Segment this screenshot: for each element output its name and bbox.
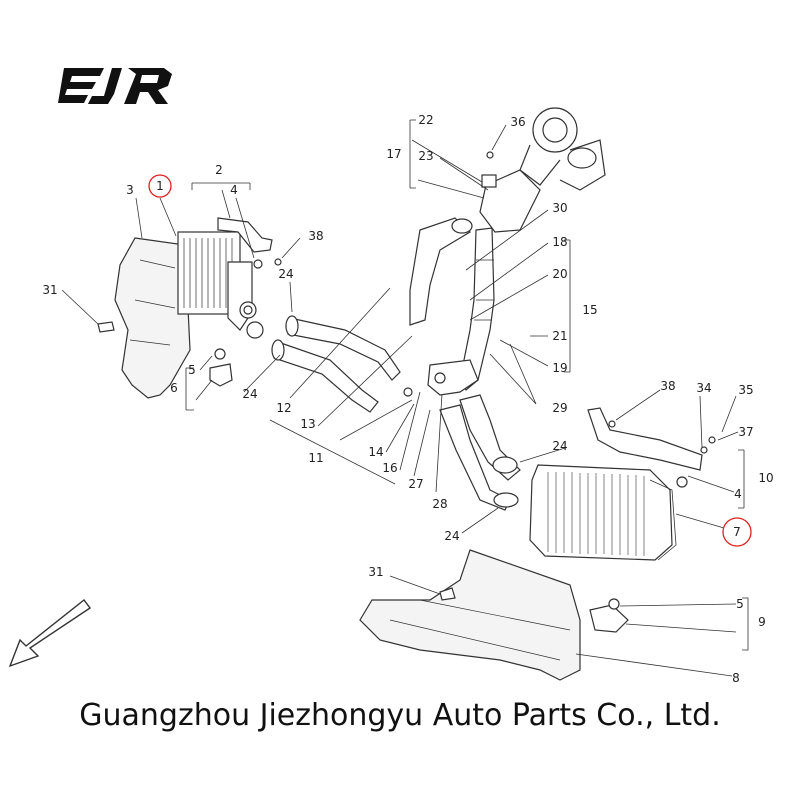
callout-7: 7	[733, 525, 741, 539]
callout-24: 24	[444, 529, 459, 543]
center-bracket	[427, 359, 479, 396]
callout-2: 2	[215, 163, 223, 177]
callout-15: 15	[582, 303, 597, 317]
callout-21: 21	[552, 329, 567, 343]
callout-29: 29	[552, 401, 567, 415]
callout-24: 24	[552, 439, 567, 453]
left-bolt	[97, 321, 115, 333]
callout-11: 11	[308, 451, 323, 465]
direction-arrow	[8, 599, 92, 668]
left-upper-hose	[287, 317, 401, 381]
right-air-deflector	[359, 549, 581, 681]
callout-16: 16	[382, 461, 397, 475]
callout-37: 37	[738, 425, 753, 439]
callout-36: 36	[510, 115, 525, 129]
callout-1: 1	[156, 179, 164, 193]
callout-14: 14	[368, 445, 383, 459]
callout-24: 24	[278, 267, 293, 281]
callout-31: 31	[368, 565, 383, 579]
callout-4: 4	[230, 183, 238, 197]
callout-17: 17	[386, 147, 401, 161]
callout-8: 8	[732, 671, 740, 685]
right-mounting-bracket	[587, 407, 703, 471]
callout-6: 6	[170, 381, 178, 395]
callout-35: 35	[738, 383, 753, 397]
turbocharger	[479, 107, 606, 233]
callout-19: 19	[552, 361, 567, 375]
callout-23: 23	[418, 149, 433, 163]
left-air-deflector	[114, 237, 191, 399]
charge-air-pipe-main	[459, 227, 495, 391]
callout-20: 20	[552, 267, 567, 281]
callout-28: 28	[432, 497, 447, 511]
callout-12: 12	[276, 401, 291, 415]
callout-30: 30	[552, 201, 567, 215]
callout-9: 9	[758, 615, 766, 629]
callout-38: 38	[308, 229, 323, 243]
callout-34: 34	[696, 381, 711, 395]
callout-27: 27	[408, 477, 423, 491]
left-intercooler	[177, 231, 264, 339]
callout-5: 5	[188, 363, 196, 377]
callout-38: 38	[660, 379, 675, 393]
callout-13: 13	[300, 417, 315, 431]
left-lower-bracket	[209, 363, 233, 387]
charge-air-pipe-upper	[409, 217, 471, 326]
callout-4: 4	[734, 487, 742, 501]
company-name: Guangzhou Jiezhongyu Auto Parts Co., Ltd…	[79, 698, 721, 733]
callout-22: 22	[418, 113, 433, 127]
callout-31: 31	[42, 283, 57, 297]
highlight-circle-7	[722, 517, 752, 547]
right-bolt	[439, 587, 456, 601]
callout-3: 3	[126, 183, 134, 197]
callout-5: 5	[736, 597, 744, 611]
right-lower-bracket	[589, 604, 629, 633]
callout-18: 18	[552, 235, 567, 249]
left-mounting-bracket	[217, 217, 273, 253]
highlight-circle-1	[148, 174, 172, 198]
left-lower-hose	[273, 341, 379, 413]
callout-10: 10	[758, 471, 773, 485]
right-intercooler	[529, 464, 688, 561]
callout-24: 24	[242, 387, 257, 401]
brand-logo	[58, 64, 188, 112]
